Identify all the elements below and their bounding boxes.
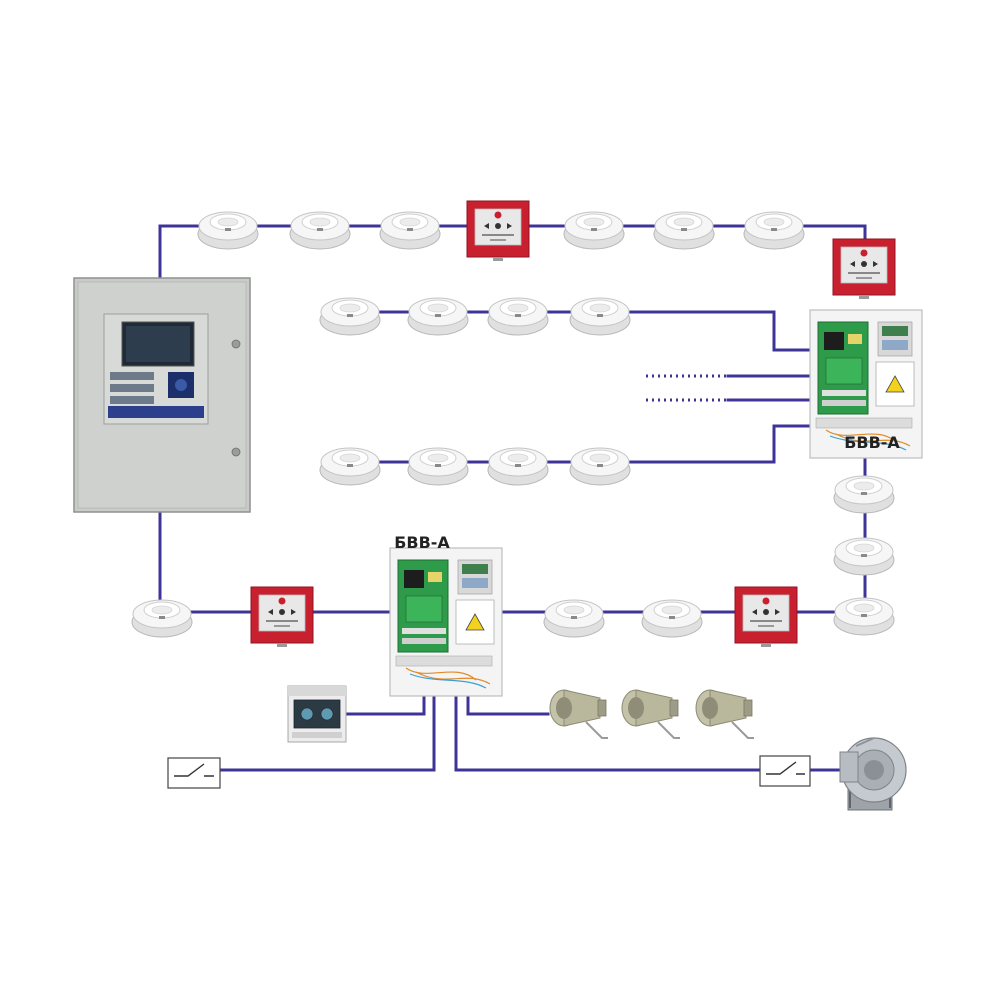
manual-call-point-icon (466, 200, 530, 262)
manual-call-point-icon (734, 586, 798, 648)
smoke-detector-icon (319, 447, 381, 486)
smoke-detector-icon (833, 475, 895, 514)
smoke-detector-icon (641, 599, 703, 638)
horn-speaker-icon (549, 689, 609, 739)
relay-module-icon (389, 547, 503, 697)
manual-call-point-icon (250, 586, 314, 648)
smoke-detector-icon (833, 597, 895, 636)
switch-icon (759, 755, 811, 787)
control-box-icon (287, 685, 347, 743)
manual-call-point-icon (832, 238, 896, 300)
smoke-detector-icon (569, 447, 631, 486)
switch-icon (167, 757, 221, 789)
dotted-wire-sections (256, 224, 728, 464)
smoke-detector-icon (407, 297, 469, 336)
ventilation-fan-icon (839, 737, 907, 811)
smoke-detector-icon (131, 599, 193, 638)
smoke-detector-icon (543, 599, 605, 638)
smoke-detector-icon (563, 211, 625, 250)
smoke-detector-icon (197, 211, 259, 250)
smoke-detector-icon (487, 297, 549, 336)
module-label: БВВ-А (844, 433, 900, 452)
smoke-detector-icon (289, 211, 351, 250)
smoke-detector-icon (653, 211, 715, 250)
smoke-detector-icon (833, 537, 895, 576)
smoke-detector-icon (569, 297, 631, 336)
horn-speaker-icon (621, 689, 681, 739)
fire-control-panel-icon (73, 277, 251, 513)
smoke-detector-icon (743, 211, 805, 250)
smoke-detector-icon (379, 211, 441, 250)
smoke-detector-icon (407, 447, 469, 486)
horn-speaker-icon (695, 689, 755, 739)
smoke-detector-icon (319, 297, 381, 336)
smoke-detector-icon (487, 447, 549, 486)
module-label: БВВ-А (394, 533, 450, 552)
